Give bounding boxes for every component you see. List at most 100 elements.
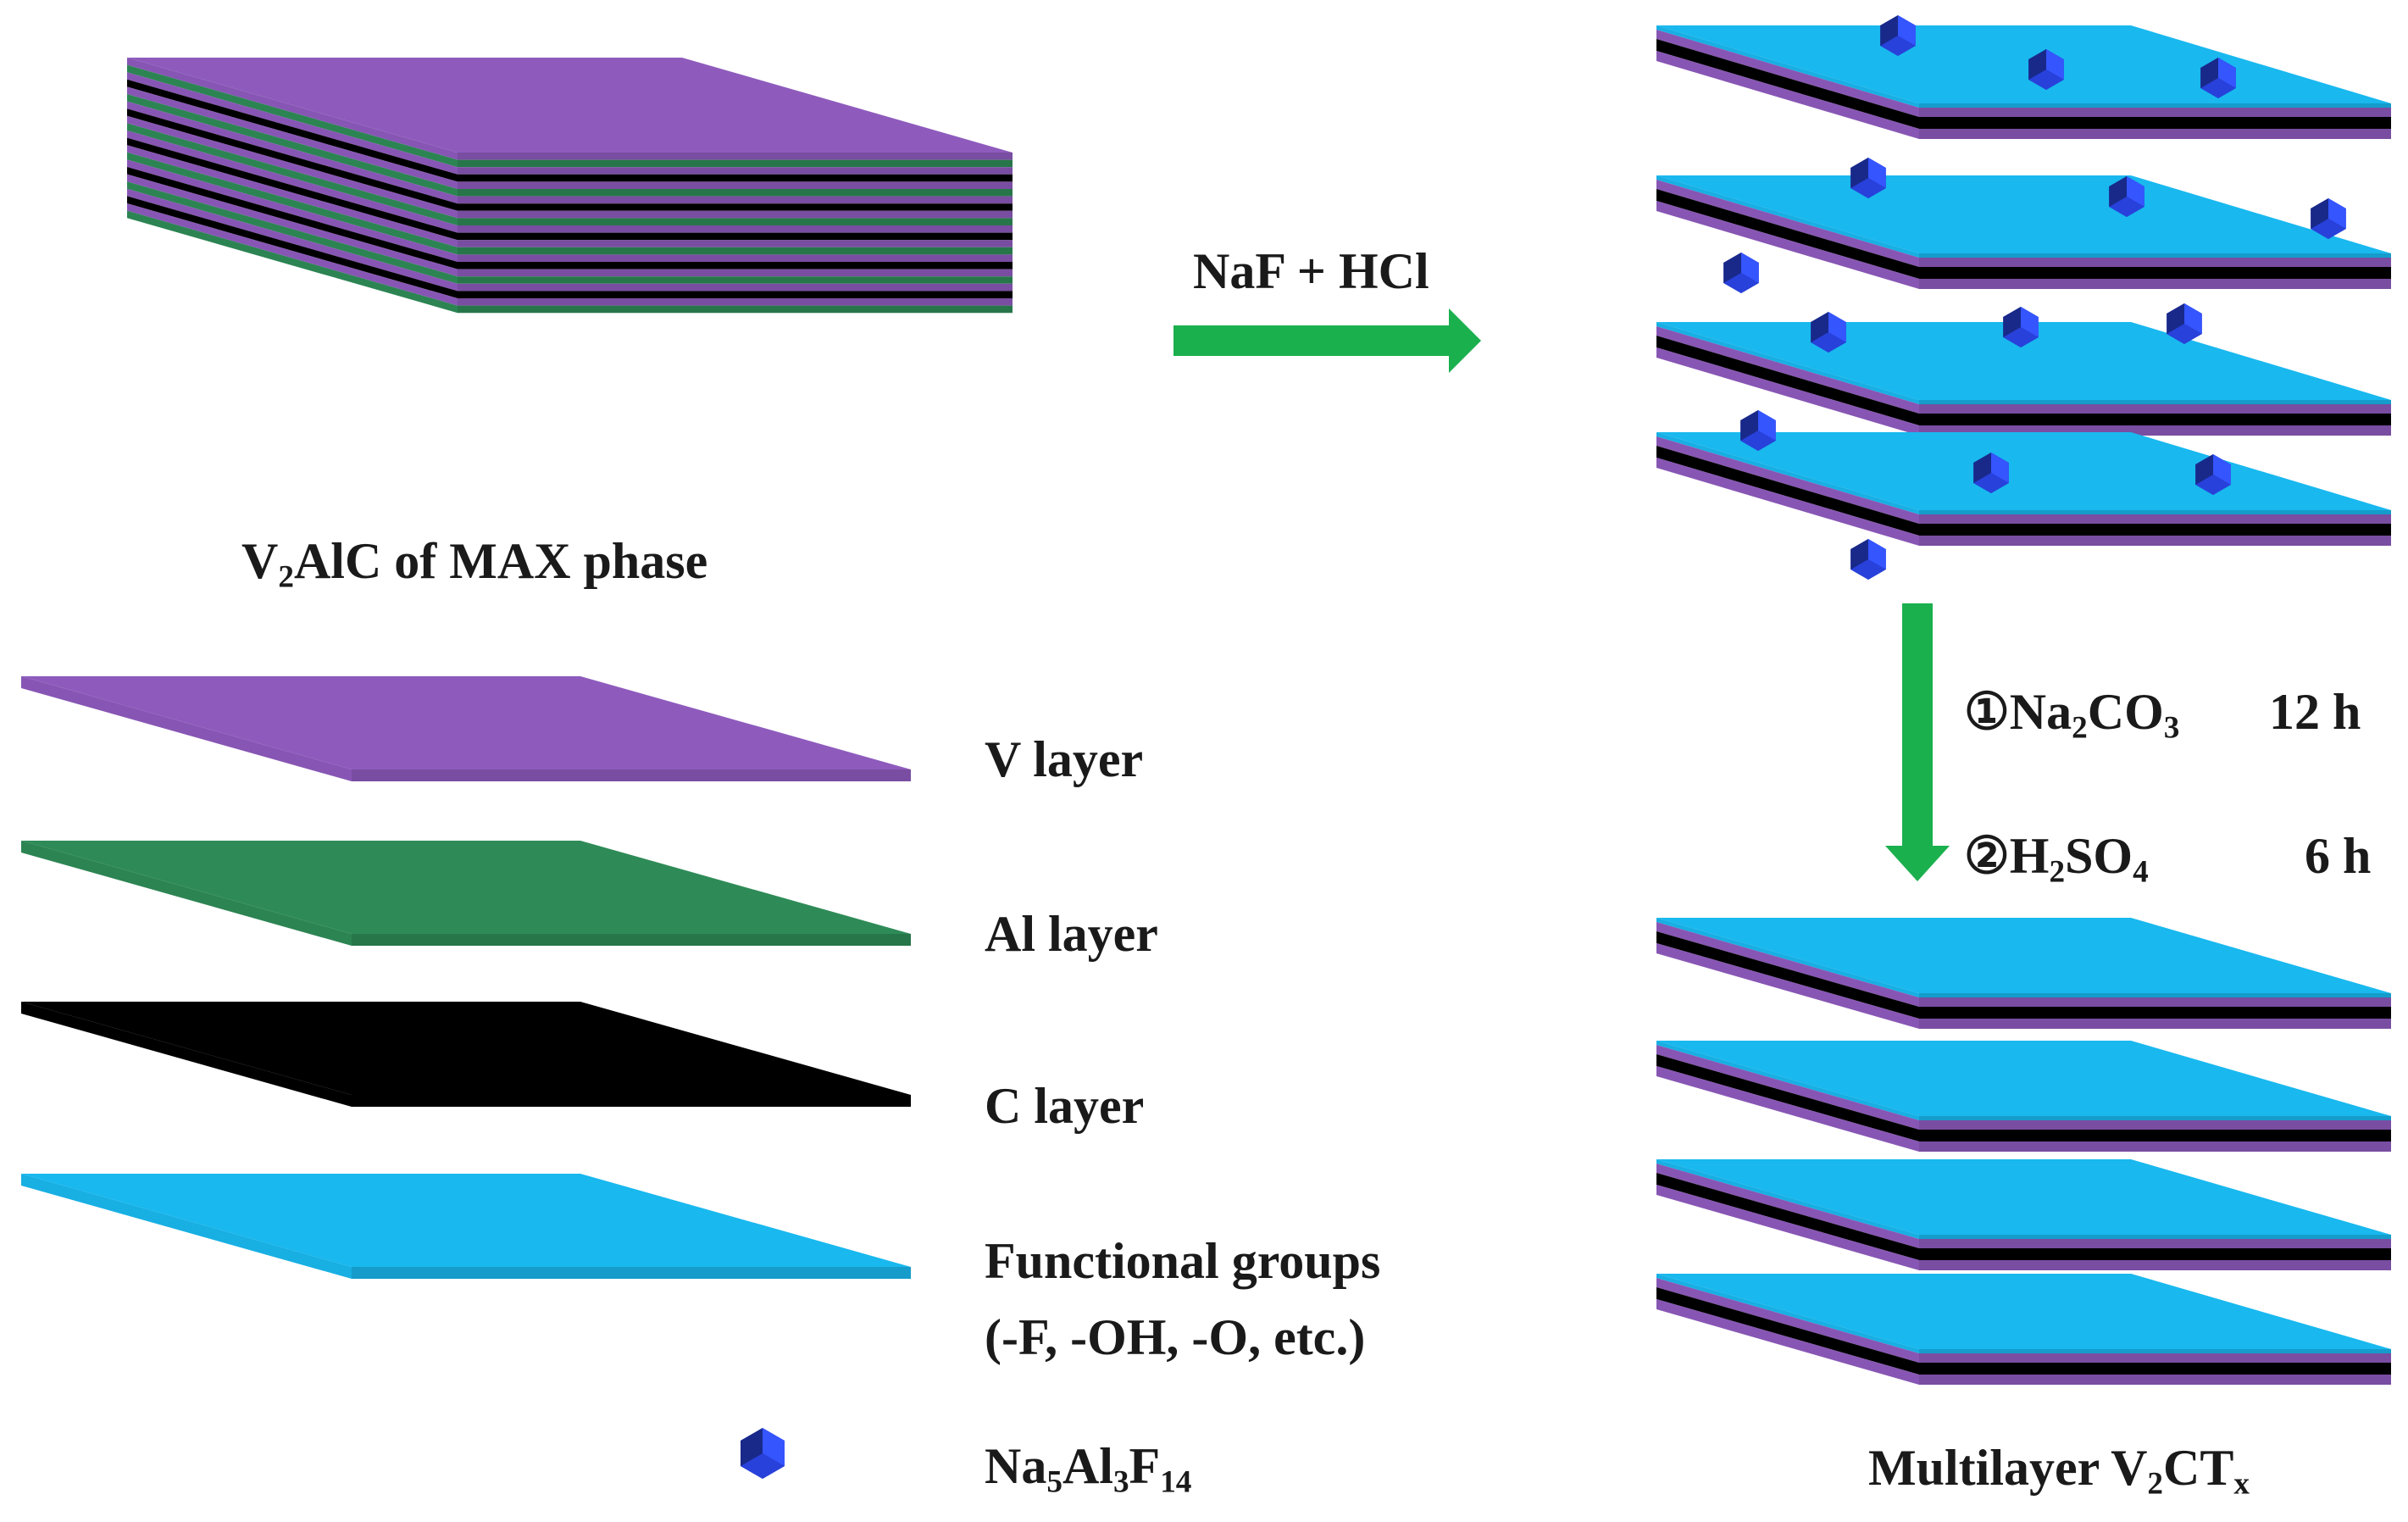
- max-layer-18-front-face: [458, 283, 1013, 292]
- etched-sheet-1-layer-3-front-face: [1919, 279, 2391, 289]
- product-sheet-1-layer-1-front-face: [1919, 1120, 2391, 1130]
- na5al3f14-crystals: [1723, 15, 2346, 580]
- crystal-12: [2195, 454, 2231, 495]
- max-layer-2-left-face: [127, 72, 458, 175]
- etched-sheet-3-layer-1-left-face: [1656, 436, 1919, 524]
- max-layer-6-left-face: [127, 101, 458, 204]
- max-layer-21-front-face: [458, 305, 1013, 314]
- crystal-7: [1811, 312, 1846, 353]
- crystal-13: [1850, 539, 1886, 580]
- crystal-8: [2003, 307, 2039, 347]
- max-layer-3-front-face: [458, 174, 1013, 182]
- treatment-step2-time: 6 h: [2305, 828, 2372, 884]
- max-layer-15-left-face: [127, 167, 458, 269]
- product-sheet-2-layer-1-left-face: [1656, 1164, 1919, 1248]
- max-layer-6-front-face: [458, 196, 1013, 204]
- etched-sheet-3-layer-3-left-face: [1656, 458, 1919, 546]
- legend-fg-plate-top: [21, 1174, 911, 1267]
- product-sheet-0-top: [1656, 918, 2391, 993]
- crystal-3: [1850, 158, 1886, 198]
- max-layer-19-left-face: [127, 196, 458, 298]
- product-sheet-2-layer-0-front-face: [1919, 1235, 2391, 1239]
- crystal-4: [2109, 176, 2144, 217]
- product-sheet-3-layer-3-left-face: [1656, 1299, 1919, 1385]
- max-layer-11-left-face: [127, 137, 458, 241]
- product-sheet-0-layer-1-front-face: [1919, 997, 2391, 1007]
- legend-fg-plate-layer-0-front-face: [352, 1267, 911, 1279]
- product-sheet-3-layer-1-left-face: [1656, 1278, 1919, 1363]
- max-layer-10-front-face: [458, 225, 1013, 233]
- max-layer-12-front-face: [458, 240, 1013, 247]
- max-layer-15-front-face: [458, 262, 1013, 269]
- product-sheet-2-layer-2-front-face: [1919, 1248, 2391, 1260]
- legend-v-plate-top: [21, 676, 911, 769]
- legend-fg-plate-layer-0-left-face: [21, 1174, 352, 1279]
- etched-sheet-0-layer-1-front-face: [1919, 108, 2391, 117]
- product-sheet-0-layer-0-front-face: [1919, 993, 2391, 997]
- max-layer-1-front-face: [458, 159, 1013, 168]
- etched-sheet-2-layer-2-left-face: [1656, 336, 1919, 425]
- product-sheet-1-layer-2-front-face: [1919, 1130, 2391, 1142]
- max-layer-9-front-face: [458, 218, 1013, 225]
- product-sheet-1-top: [1656, 1041, 2391, 1116]
- legend-na5al3f14-label: Na5Al3F14: [985, 1438, 1192, 1500]
- max-layer-20-left-face: [127, 203, 458, 306]
- etched-sheet-0-layer-0-front-face: [1919, 103, 2391, 108]
- product-sheet-0-layer-0-left-face: [1656, 918, 1919, 997]
- etched-sheet-2-layer-1-left-face: [1656, 326, 1919, 414]
- crystal-0: [1880, 15, 1916, 56]
- etched-sheet-1-top: [1656, 175, 2391, 253]
- max-layer-5-front-face: [458, 189, 1013, 197]
- product-sheet-1-layer-0-front-face: [1919, 1116, 2391, 1120]
- etched-sheet-1-layer-3-left-face: [1656, 201, 1919, 289]
- max-layer-21-left-face: [127, 210, 458, 314]
- max-layer-14-left-face: [127, 159, 458, 262]
- etched-sheet-2-layer-2-front-face: [1919, 414, 2391, 425]
- max-layer-20-front-face: [458, 298, 1013, 306]
- etched-sheet-3-layer-0-left-face: [1656, 432, 1919, 514]
- crystal-6: [1723, 253, 1759, 293]
- etched-sheet-3-layer-2-front-face: [1919, 524, 2391, 536]
- etched-sheet-2-layer-0-left-face: [1656, 322, 1919, 404]
- product-sheet-2-layer-2-left-face: [1656, 1173, 1919, 1260]
- max-layer-5-left-face: [127, 94, 458, 197]
- product-sheet-0-layer-2-left-face: [1656, 931, 1919, 1019]
- product-sheet-2-top: [1656, 1159, 2391, 1235]
- product-sheet-3-layer-2-front-face: [1919, 1363, 2391, 1375]
- crystal-9: [2167, 303, 2202, 344]
- max-layer-1-left-face: [127, 64, 458, 168]
- max-layer-18-left-face: [127, 188, 458, 292]
- legend-al-layer-label: Al layer: [985, 906, 1158, 962]
- legend-functional-groups-label: Functional groups: [985, 1233, 1381, 1289]
- legend-al-plate-layer-0-front-face: [352, 934, 911, 946]
- product-sheet-3-layer-2-left-face: [1656, 1287, 1919, 1375]
- crystal-1: [2028, 49, 2064, 90]
- legend-v-plate-layer-0-left-face: [21, 676, 352, 781]
- max-layer-10-left-face: [127, 131, 458, 233]
- product-sheet-0-layer-2-front-face: [1919, 1007, 2391, 1019]
- product-sheet-1-layer-0-left-face: [1656, 1041, 1919, 1120]
- etched-sheet-2-layer-0-front-face: [1919, 400, 2391, 404]
- etched-sheet-1-layer-2-front-face: [1919, 267, 2391, 279]
- max-layer-8-left-face: [127, 115, 458, 219]
- legend-c-plate-layer-0-left-face: [21, 1002, 352, 1107]
- legend-c-plate-layer-0-front-face: [352, 1095, 911, 1107]
- legend-al-plate-layer-0-left-face: [21, 841, 352, 946]
- etch-arrow: [1173, 308, 1481, 373]
- max-layer-4-front-face: [458, 181, 1013, 189]
- crystal-5: [2311, 198, 2346, 239]
- etched-sheet-2-layer-3-left-face: [1656, 347, 1919, 436]
- crystal-10: [1740, 410, 1776, 451]
- legend-crystal: [741, 1428, 785, 1479]
- max-layer-17-front-face: [458, 276, 1013, 284]
- max-top: [127, 58, 1013, 153]
- product-sheet-3-layer-0-front-face: [1919, 1349, 2391, 1353]
- max-layer-13-left-face: [127, 152, 458, 255]
- etched-multilayer-stack: [1656, 25, 2391, 546]
- etched-sheet-1-layer-2-left-face: [1656, 189, 1919, 279]
- etched-sheet-1-layer-0-front-face: [1919, 253, 2391, 258]
- max-layer-7-front-face: [458, 203, 1013, 211]
- legend-functional-groups-sub: (-F, -OH, -O, etc.): [985, 1309, 1366, 1365]
- etched-sheet-3-layer-0-front-face: [1919, 510, 2391, 514]
